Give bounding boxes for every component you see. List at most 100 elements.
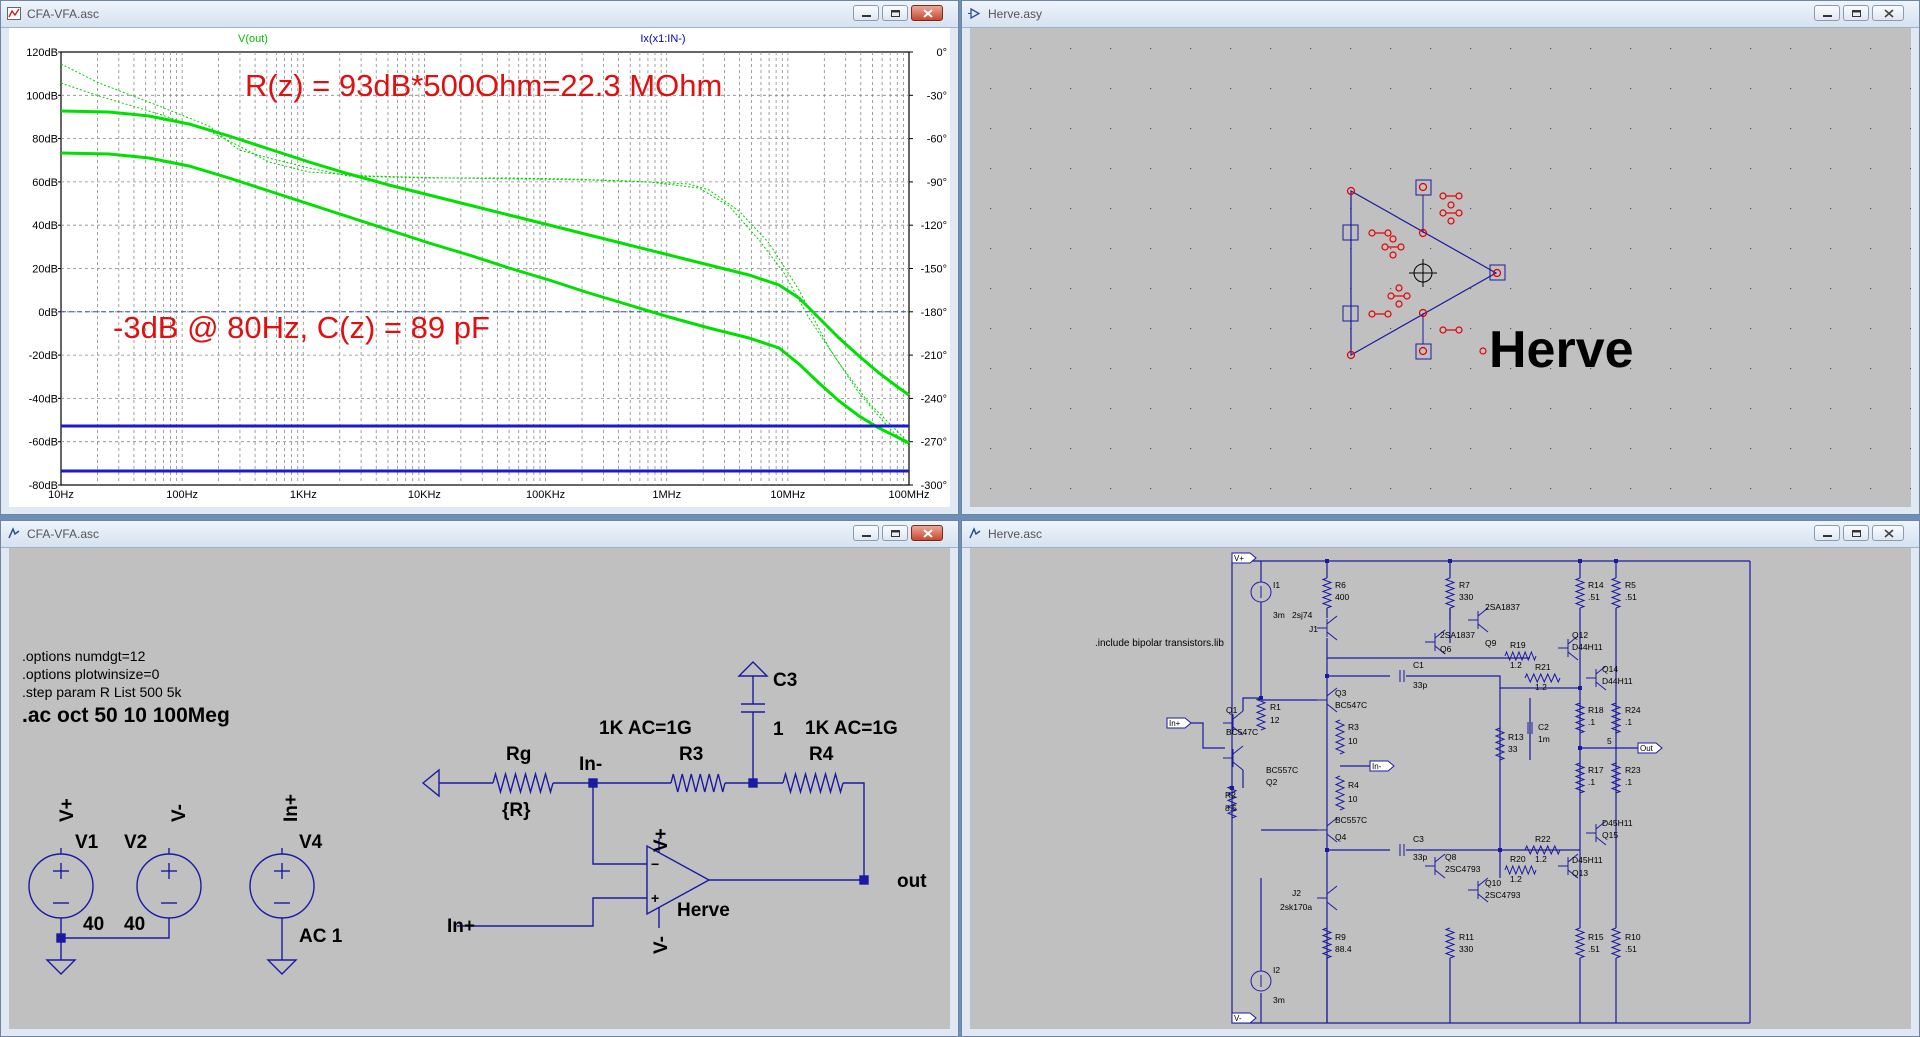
r3-resistor[interactable]	[670, 773, 726, 793]
r4-resistor[interactable]	[782, 771, 844, 795]
r23-resistor[interactable]	[1610, 762, 1622, 794]
r7-resistor[interactable]	[1444, 577, 1456, 609]
rg-resistor[interactable]	[492, 771, 554, 795]
close-button[interactable]	[911, 5, 943, 21]
v2-voltage-source-icon[interactable]	[136, 853, 202, 919]
r2-resistor[interactable]	[1226, 785, 1238, 819]
include-directive[interactable]: .include bipolar transistors.lib	[1095, 638, 1224, 649]
directive-plotwinsize[interactable]: .options plotwinsize=0	[22, 666, 160, 682]
grid-dot	[1230, 448, 1232, 450]
q9-transistor[interactable]	[1468, 607, 1489, 633]
close-button[interactable]	[1872, 525, 1904, 541]
symbol-titlebar[interactable]: Herve.asy	[962, 1, 1919, 28]
directive-numdgt[interactable]: .options numdgt=12	[22, 648, 146, 664]
close-button[interactable]	[1872, 5, 1904, 21]
r3-resistor[interactable]	[1334, 719, 1346, 755]
inminus-port[interactable]: In-	[1369, 760, 1395, 772]
vplus-port[interactable]: V+	[1231, 552, 1257, 564]
grid-dot	[1510, 48, 1512, 50]
close-button[interactable]	[911, 525, 943, 541]
sub-schematic-canvas[interactable]: .include bipolar transistors.lib V+ V- In+…	[970, 548, 1911, 1029]
opamp-symbol-icon[interactable]	[646, 844, 711, 916]
minimize-button[interactable]	[853, 525, 879, 541]
q8-transistor[interactable]	[1425, 853, 1446, 879]
rz-annotation: R(z) = 93dB*500Ohm=22.3 MOhm	[245, 68, 722, 103]
r20-resistor[interactable]	[1504, 864, 1537, 876]
schematic-label: V+	[57, 798, 78, 822]
c1-capacitor[interactable]	[1399, 670, 1405, 682]
r9-resistor[interactable]	[1321, 927, 1333, 959]
r19-resistor[interactable]	[1504, 650, 1537, 662]
symbol-window[interactable]: Herve.asy	[961, 0, 1920, 515]
q15-transistor[interactable]	[1558, 853, 1579, 879]
i2-current-source[interactable]	[1250, 970, 1272, 992]
main-schematic-canvas[interactable]: .options numdgt=12 .options plotwinsize=…	[9, 548, 950, 1029]
symbol-canvas[interactable]: Herve	[970, 28, 1911, 507]
minimize-button[interactable]	[853, 5, 879, 21]
r15-resistor[interactable]	[1574, 927, 1586, 959]
c3-capacitor[interactable]	[1399, 844, 1405, 856]
v4-voltage-source-icon[interactable]	[249, 853, 315, 919]
j1-transistor[interactable]	[1317, 615, 1338, 641]
q6-transistor[interactable]	[1425, 629, 1446, 655]
grid-dot	[1550, 208, 1552, 210]
waveform-plot[interactable]: 120dB100dB80dB60dB40dB20dB0dB-20dB-40dB-…	[9, 28, 950, 507]
grid-dot	[1030, 368, 1032, 370]
maximize-button[interactable]	[882, 525, 908, 541]
sub-schematic-titlebar[interactable]: Herve.asc	[962, 521, 1919, 548]
trace-label-vout[interactable]: V(out)	[238, 33, 268, 45]
directive-step[interactable]: .step param R List 500 5k	[22, 684, 183, 700]
main-schematic-titlebar[interactable]: CFA-VFA.asc	[1, 521, 958, 548]
r10-resistor[interactable]	[1610, 927, 1622, 959]
trace-label-ix[interactable]: Ix(x1:IN-)	[640, 33, 685, 45]
r6-resistor[interactable]	[1321, 577, 1333, 609]
r24-resistor[interactable]	[1610, 702, 1622, 734]
q10-transistor[interactable]	[1468, 877, 1489, 903]
junction-dot	[1578, 686, 1582, 690]
r5-resistor[interactable]	[1610, 577, 1622, 609]
sub-schematic-drawing[interactable]: .include bipolar transistors.lib V+ V- In+…	[970, 548, 1911, 1029]
r21-resistor[interactable]	[1524, 672, 1561, 684]
v1-voltage-source-icon[interactable]	[28, 853, 94, 919]
r17-resistor[interactable]	[1574, 762, 1586, 794]
symbol-drawing[interactable]: Herve	[970, 28, 1911, 507]
grid-dot	[1830, 408, 1832, 410]
r11-resistor[interactable]	[1444, 927, 1456, 959]
r1-resistor[interactable]	[1255, 697, 1267, 731]
grid-dot	[1350, 128, 1352, 130]
sub-schematic-window[interactable]: Herve.asc .include bipolar transistors.l…	[961, 520, 1920, 1037]
grid-dot	[1190, 488, 1192, 490]
maximize-button[interactable]	[882, 5, 908, 21]
q4-transistor[interactable]	[1317, 817, 1338, 843]
c2-capacitor[interactable]	[1527, 722, 1533, 734]
symbol-name-label[interactable]: Herve	[1489, 321, 1634, 379]
r22-resistor[interactable]	[1524, 844, 1561, 856]
inplus-port[interactable]: In+	[1166, 717, 1192, 729]
r18-resistor[interactable]	[1574, 702, 1586, 734]
i1-current-source[interactable]	[1250, 581, 1272, 603]
q11-transistor[interactable]	[1586, 820, 1607, 846]
directive-ac[interactable]: .ac oct 50 10 100Meg	[22, 704, 230, 727]
grid-dot	[1550, 288, 1552, 290]
q3-transistor[interactable]	[1317, 687, 1338, 713]
minimize-button[interactable]	[1814, 5, 1840, 21]
main-schematic-window[interactable]: CFA-VFA.asc .options numdgt=12 .options …	[0, 520, 959, 1037]
main-schematic-drawing[interactable]: .options numdgt=12 .options plotwinsize=…	[9, 548, 950, 1029]
q12-transistor[interactable]	[1558, 635, 1579, 661]
r14-resistor[interactable]	[1574, 577, 1586, 609]
out-port[interactable]: Out	[1637, 742, 1663, 754]
j2-transistor[interactable]	[1317, 885, 1338, 911]
q2-transistor[interactable]	[1223, 745, 1244, 771]
r4-resistor[interactable]	[1334, 775, 1346, 811]
maximize-button[interactable]	[1843, 525, 1869, 541]
minimize-button[interactable]	[1814, 525, 1840, 541]
q1-transistor[interactable]	[1223, 710, 1244, 736]
q14-transistor[interactable]	[1586, 665, 1607, 691]
maximize-button[interactable]	[1843, 5, 1869, 21]
grid-dot	[1870, 248, 1872, 250]
r13-resistor[interactable]	[1494, 727, 1506, 761]
vminus-port[interactable]: V-	[1231, 1012, 1257, 1024]
waveform-titlebar[interactable]: CFA-VFA.asc	[1, 1, 958, 28]
